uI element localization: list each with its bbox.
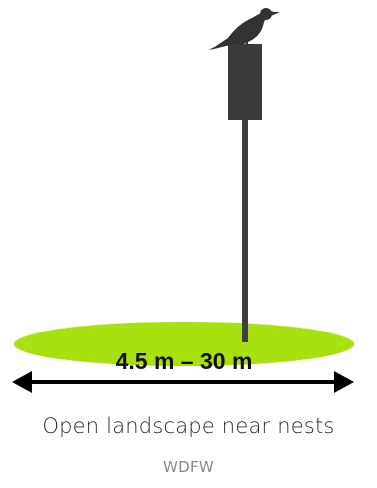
arrow-head-right (334, 371, 354, 393)
nest-box (228, 44, 262, 120)
distance-label: 4.5 m – 30 m (116, 348, 253, 374)
credit: WDFW (0, 458, 377, 476)
arrow-head-left (12, 371, 32, 393)
nest-box-illustration: 4.5 m – 30 m (0, 0, 377, 400)
mounting-pole (242, 118, 248, 342)
distance-arrow (12, 371, 354, 393)
bird-icon (208, 8, 280, 50)
caption: Open landscape near nests (0, 414, 377, 438)
